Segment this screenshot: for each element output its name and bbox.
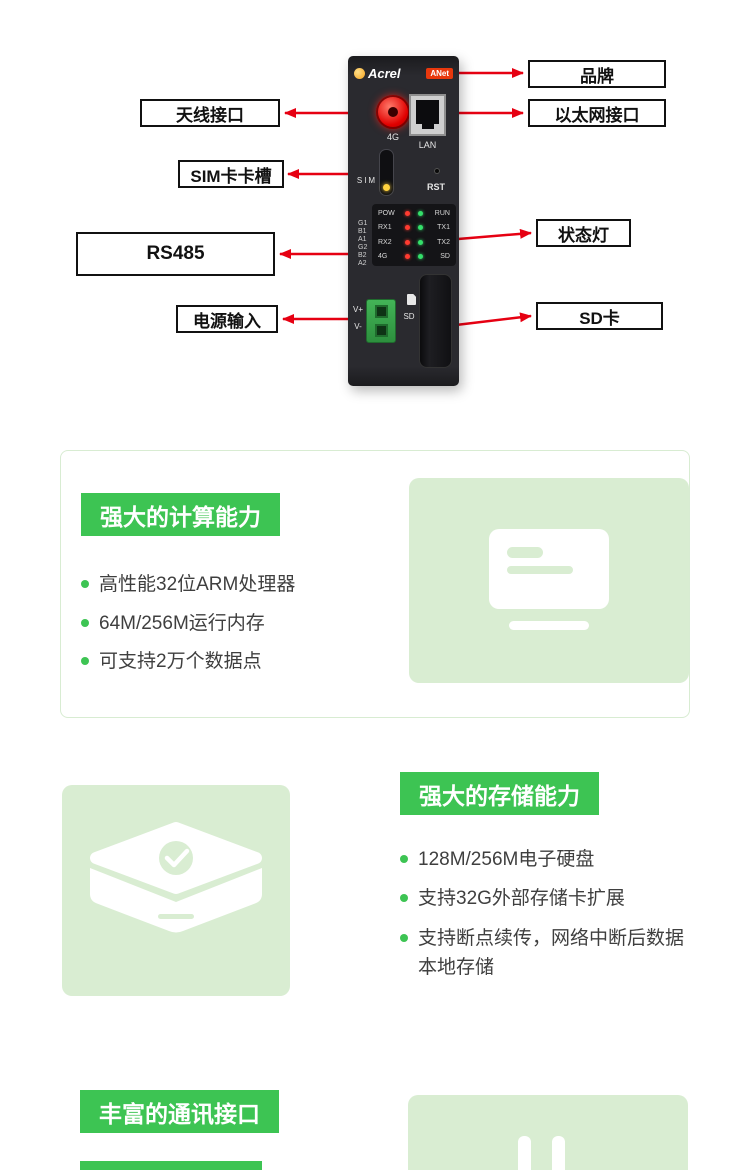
plug-icon [518, 1136, 531, 1170]
led-label: SD [440, 252, 450, 260]
ethernet-port [409, 94, 446, 136]
pin-label: A1 [358, 236, 367, 243]
device-diagram: Acrel ANet 4G LAN SIM RST POW [0, 0, 750, 440]
bullet-text: 支持断点续传，网络中断后数据本地存储 [418, 928, 685, 978]
led-green-icon [418, 253, 424, 259]
gateway-device: Acrel ANet 4G LAN SIM RST POW [348, 56, 459, 386]
power-minus-label: V- [354, 322, 362, 331]
led-row: POW RUN [378, 208, 450, 219]
bullet-dot-icon [400, 894, 408, 902]
callout-sim-slot: SIM卡卡槽 [178, 160, 284, 188]
brand-logo-icon [354, 67, 365, 79]
bullet-text: 高性能32位ARM处理器 [99, 574, 296, 595]
storage-box-icon [90, 821, 262, 932]
feature-bullet: 64M/256M运行内存 [81, 609, 265, 638]
section-title-comm: 丰富的通讯接口 [80, 1090, 279, 1133]
led-green-icon [418, 211, 424, 216]
led-row: RX2 TX2 [378, 237, 450, 248]
callout-rs485: RS485 [76, 232, 275, 276]
callout-status-lights: 状态灯 [536, 219, 631, 247]
led-label: TX2 [437, 238, 450, 246]
pin-label: B2 [358, 252, 367, 259]
pin-label: G1 [358, 220, 368, 227]
led-red-icon [404, 239, 410, 245]
led-row: 4G SD [378, 251, 450, 262]
pin-label: B1 [358, 228, 367, 235]
feature-bullet: 128M/256M电子硬盘 [400, 845, 594, 874]
bullet-dot-icon [400, 855, 408, 863]
callout-brand: 品牌 [528, 60, 666, 88]
bullet-text: 支持32G外部存储卡扩展 [418, 888, 625, 909]
ethernet-port-notch [421, 124, 434, 129]
antenna-label: 4G [386, 132, 399, 142]
reset-button [434, 168, 440, 174]
pin-label: G2 [358, 244, 368, 251]
sd-card-slot [419, 274, 452, 368]
sim-card-slot [379, 149, 394, 196]
bullet-dot-icon [400, 934, 408, 942]
section-title-storage: 强大的存储能力 [400, 772, 599, 815]
comm-icon-panel [408, 1095, 688, 1170]
lan-label: LAN [418, 140, 437, 150]
callout-sd-card: SD卡 [536, 302, 663, 330]
feature-bullet: 支持断点续传，网络中断后数据本地存储 [400, 924, 690, 982]
ethernet-port-opening [416, 100, 439, 124]
power-terminal-hole [375, 324, 388, 337]
bullet-text: 64M/256M运行内存 [99, 613, 265, 634]
sim-label: SIM [356, 176, 378, 185]
brand-logo-text: Acrel [368, 65, 401, 81]
bullet-dot-icon [81, 619, 89, 627]
feature-bullet: 支持32G外部存储卡扩展 [400, 884, 625, 913]
storage-icon-panel [62, 785, 290, 996]
sd-card-symbol [407, 294, 416, 305]
bullet-dot-icon [81, 657, 89, 665]
monitor-icon [489, 528, 609, 630]
led-green-icon [418, 239, 424, 245]
arrow-sdcard [455, 312, 532, 327]
sd-label: SD [403, 312, 415, 321]
callout-antenna: 天线接口 [140, 99, 280, 127]
led-red-icon [404, 225, 410, 231]
power-plus-label: V+ [352, 305, 363, 314]
device-header: Acrel ANet [354, 64, 453, 82]
model-tag: ANet [426, 67, 453, 79]
led-label: RX1 [378, 224, 392, 232]
bullet-text: 128M/256M电子硬盘 [418, 849, 595, 870]
led-status-panel: POW RUN RX1 TX1 RX2 TX2 [372, 204, 456, 266]
led-red-icon [404, 253, 410, 259]
callout-ethernet: 以太网接口 [528, 99, 666, 127]
compute-icon-panel [409, 478, 689, 683]
sim-indicator-dot [383, 184, 390, 191]
power-terminal [366, 299, 396, 343]
led-label: RUN [434, 210, 450, 217]
partial-element [80, 1161, 262, 1170]
brand-logo: Acrel [354, 66, 401, 81]
power-terminal-hole [375, 305, 388, 318]
plug-icon [552, 1136, 565, 1170]
led-green-icon [418, 225, 424, 231]
pin-label: A2 [358, 260, 367, 267]
led-label: POW [378, 210, 395, 217]
feature-bullet: 高性能32位ARM处理器 [81, 570, 295, 599]
led-label: RX2 [378, 238, 392, 246]
bullet-dot-icon [81, 580, 89, 588]
led-label: 4G [378, 252, 388, 260]
terminal-pin-labels: G1 B1 A1 G2 B2 A2 [358, 220, 367, 268]
led-label: TX1 [437, 224, 450, 232]
feature-bullet: 可支持2万个数据点 [81, 647, 262, 676]
callout-power-input: 电源输入 [176, 305, 278, 333]
led-row: RX1 TX1 [378, 222, 450, 233]
feature-card-compute: 强大的计算能力 高性能32位ARM处理器 64M/256M运行内存 可支持2万个… [60, 450, 690, 718]
led-red-icon [404, 211, 410, 216]
section-title-compute: 强大的计算能力 [81, 493, 280, 536]
bullet-text: 可支持2万个数据点 [99, 651, 262, 672]
rst-label: RST [427, 182, 445, 192]
antenna-connector-4g [376, 95, 410, 129]
arrow-status [457, 228, 532, 241]
